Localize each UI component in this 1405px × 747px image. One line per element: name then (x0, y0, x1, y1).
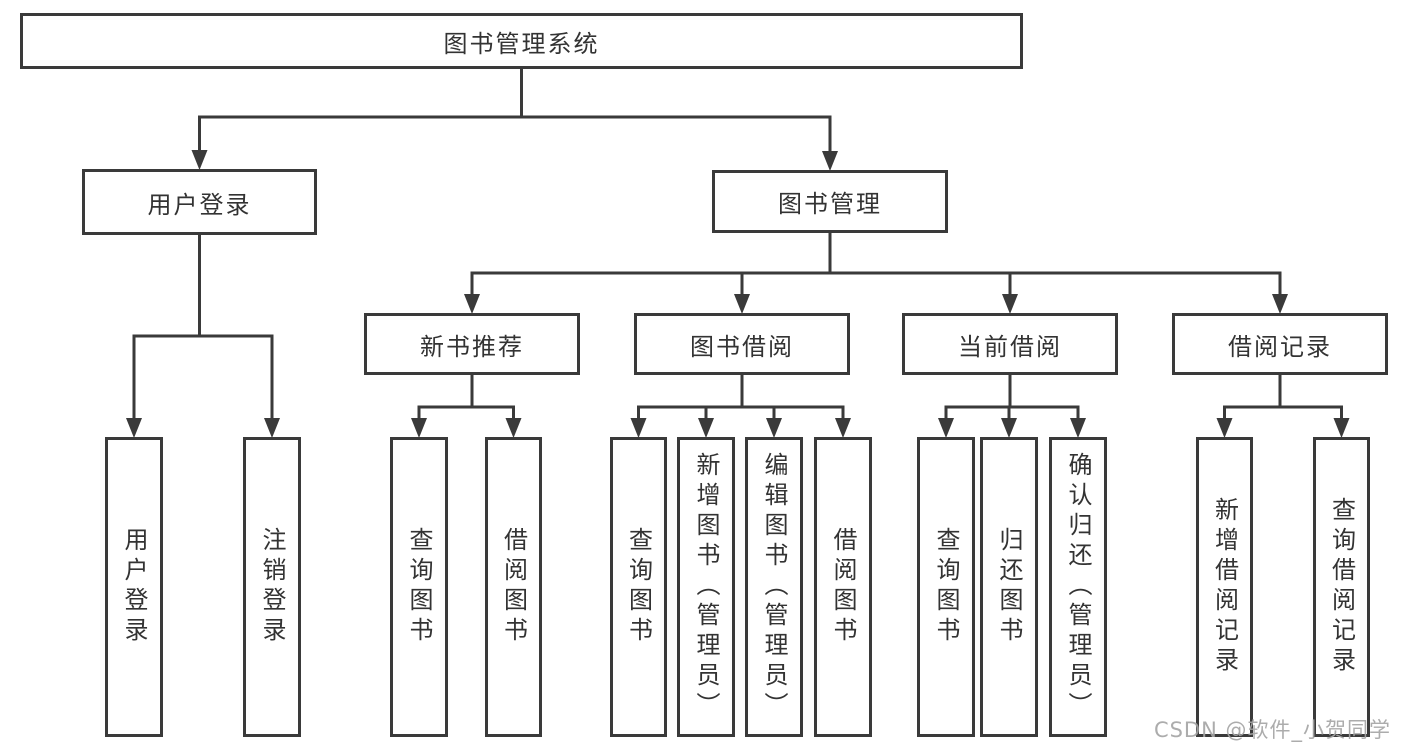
arrow-down-icon (698, 418, 714, 438)
node-leaf-logout: 注销登录 (243, 437, 301, 737)
arrow-down-icon (505, 418, 522, 438)
node-leaf-add-book: 新增图书（管理员） (677, 437, 735, 737)
node-borrow-record: 借阅记录 (1172, 313, 1388, 375)
arrow-down-icon (1070, 418, 1086, 438)
node-root: 图书管理系统 (20, 13, 1023, 69)
arrow-down-icon (630, 418, 647, 438)
arrow-down-icon (1002, 294, 1018, 314)
node-new-book-rec: 新书推荐 (364, 313, 580, 375)
arrow-down-icon (126, 418, 142, 438)
node-leaf-return: 归还图书 (980, 437, 1038, 737)
arrow-down-icon (822, 151, 838, 171)
node-leaf-confirm: 确认归还（管理员） (1049, 437, 1107, 737)
arrow-down-icon (191, 150, 208, 170)
arrow-down-icon (1216, 418, 1233, 438)
arrow-down-icon (1001, 418, 1017, 438)
arrow-down-icon (411, 418, 427, 438)
arrow-down-icon (734, 294, 750, 314)
node-book-borrow: 图书借阅 (634, 313, 850, 375)
node-book-mgmt: 图书管理 (712, 170, 948, 233)
node-leaf-edit-book: 编辑图书（管理员） (745, 437, 803, 737)
node-leaf-query-1: 查询图书 (390, 437, 448, 737)
arrow-down-icon (766, 418, 782, 438)
arrow-down-icon (464, 294, 480, 314)
node-leaf-borrow-2: 借阅图书 (814, 437, 872, 737)
watermark: CSDN @软件_小贺同学 (1153, 718, 1391, 742)
node-current-borrow: 当前借阅 (902, 313, 1118, 375)
arrow-down-icon (938, 418, 954, 438)
node-leaf-query-2: 查询图书 (610, 437, 667, 737)
arrow-down-icon (1333, 418, 1350, 438)
arrow-down-icon (835, 418, 851, 438)
node-leaf-borrow-1: 借阅图书 (485, 437, 542, 737)
node-leaf-add-record: 新增借阅记录 (1196, 437, 1253, 737)
node-user-login: 用户登录 (82, 169, 317, 235)
node-leaf-user-login: 用户登录 (105, 437, 163, 737)
arrow-down-icon (1272, 294, 1288, 314)
arrow-down-icon (264, 418, 280, 438)
node-leaf-query-3: 查询图书 (917, 437, 975, 737)
node-leaf-query-record: 查询借阅记录 (1313, 437, 1370, 737)
